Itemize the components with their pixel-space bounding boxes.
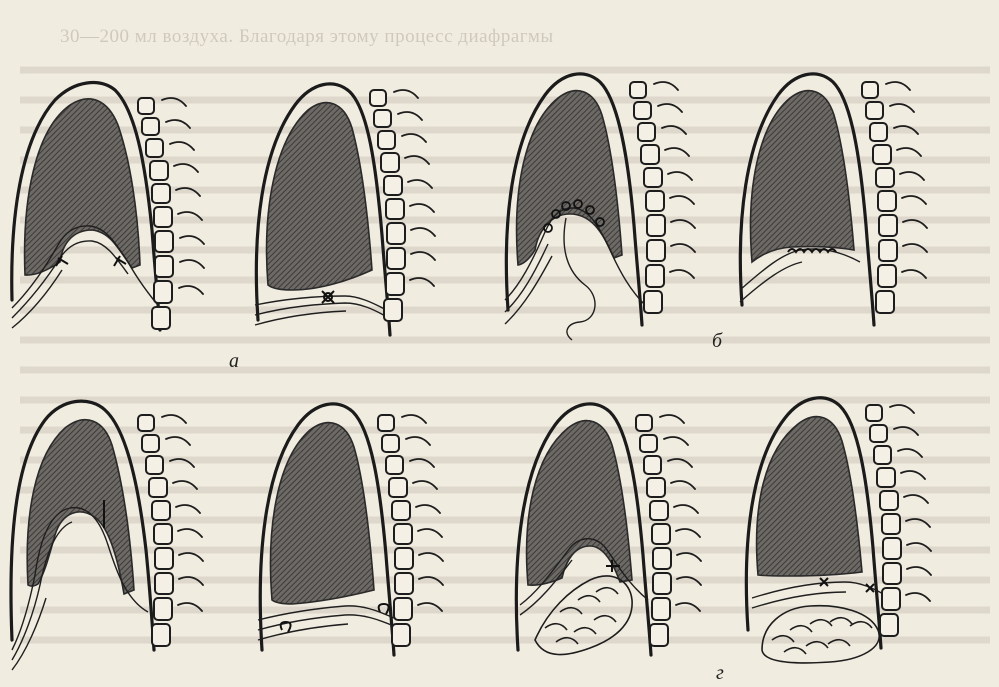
panel-d-before — [516, 404, 701, 655]
label-d: г — [716, 662, 724, 685]
panel-c-before — [11, 401, 203, 670]
bowel-loops-d-after — [762, 606, 879, 663]
label-b: б — [712, 330, 722, 353]
panel-b-before — [505, 74, 695, 340]
label-a: а — [229, 350, 239, 373]
panel-c-after — [258, 404, 443, 655]
panel-a-after — [255, 84, 435, 335]
panel-a-before — [12, 83, 204, 330]
panel-d-after — [746, 398, 931, 663]
panel-b-after — [740, 74, 927, 325]
